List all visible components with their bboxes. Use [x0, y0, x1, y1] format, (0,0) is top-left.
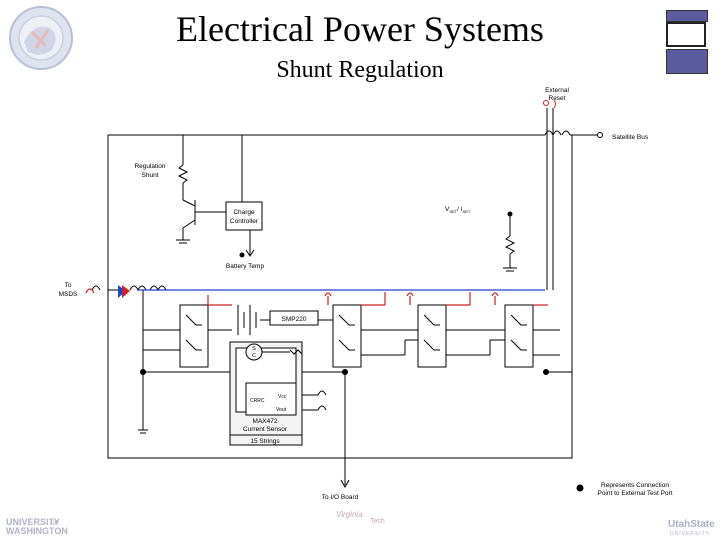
svg-text:Virginia: Virginia	[336, 510, 363, 519]
crrc-label: CRRC	[250, 398, 265, 404]
legend-label-1: Represents Connection	[601, 482, 669, 489]
vout-label: Vout	[276, 407, 287, 413]
svg-text:UtahState: UtahState	[668, 519, 715, 530]
diode-icon	[122, 285, 130, 298]
satellite-bus-label: Satellite Bus	[612, 134, 649, 141]
color-swatch-top	[666, 10, 708, 22]
svg-text:UNIVERSITY: UNIVERSITY	[670, 531, 710, 537]
charge-controller-label-2: Controller	[230, 218, 259, 225]
external-reset-label-1: External	[545, 87, 569, 94]
to-msds-label-2: MSDS	[59, 291, 78, 298]
slide-subtitle: Shunt Regulation	[276, 57, 444, 83]
usu-logo: UtahState UNIVERSITY	[668, 519, 715, 537]
max472-label: MAX472	[253, 418, 278, 425]
color-swatch-middle	[666, 22, 706, 47]
slide-title: Electrical Power Systems	[176, 9, 544, 49]
svg-text:OF: OF	[50, 521, 59, 527]
current-sensor-label: Current Sensor	[243, 426, 288, 433]
charge-controller-label-1: Charge	[233, 209, 255, 216]
regulation-shunt-label-2: Shunt	[142, 172, 159, 179]
seal-logo	[9, 6, 73, 70]
svg-text:UNIVERSITY: UNIVERSITY	[6, 517, 60, 527]
to-msds-label-1: To	[65, 282, 72, 289]
svg-text:Tech: Tech	[370, 518, 385, 525]
external-reset-label-2: Reset	[549, 95, 566, 102]
svg-text:WASHINGTON: WASHINGTON	[6, 526, 68, 536]
vt-logo: Virginia Tech	[336, 510, 385, 525]
vcc-label: Vcc	[278, 394, 287, 400]
sc-label-s: S	[252, 346, 256, 352]
color-swatch-bottom	[666, 49, 708, 74]
legend-label-2: Point to External Test Port	[597, 490, 672, 497]
battery-temp-label: Battery Temp	[226, 263, 265, 270]
sc-label-c: C	[252, 353, 256, 359]
vset-label: VSET/ ISET	[445, 206, 471, 214]
strings-label: 15 Strings	[250, 438, 280, 445]
test-port-dots	[140, 211, 584, 492]
uw-logo: UNIVERSITY OF WASHINGTON	[6, 517, 68, 536]
regulation-shunt-label-1: Regulation	[134, 163, 165, 170]
to-io-board-label: To I/O Board	[322, 494, 359, 501]
smp220-label: SMP220	[282, 316, 307, 323]
